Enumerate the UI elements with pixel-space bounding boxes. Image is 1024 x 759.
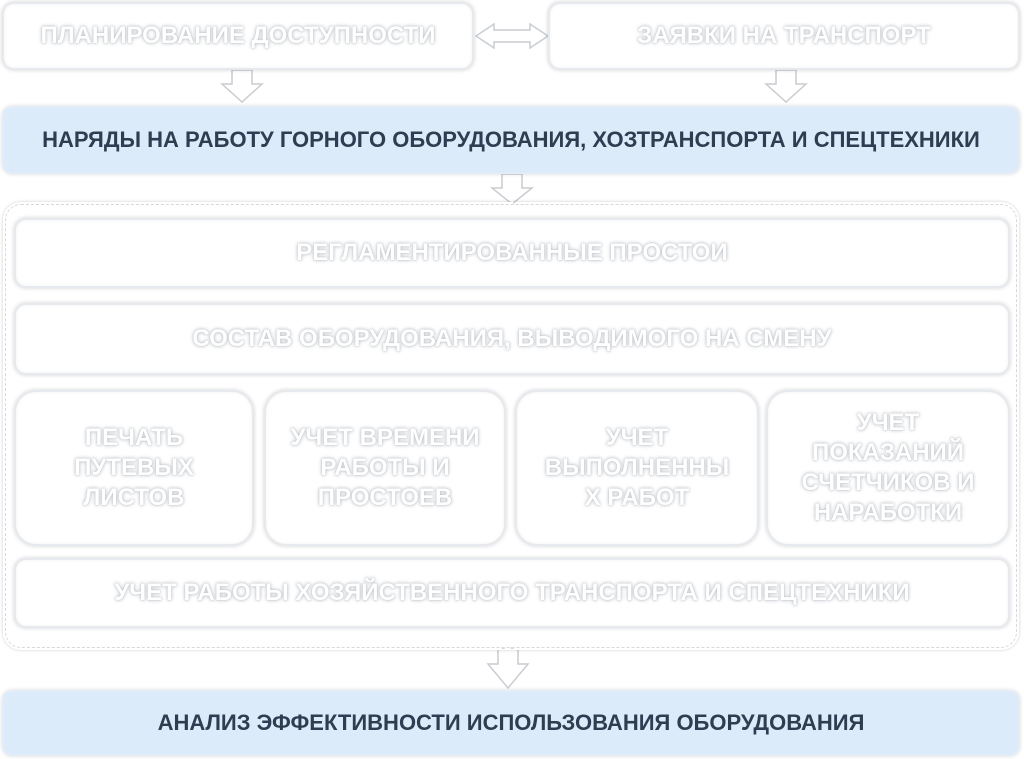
availability-planning-label: ПЛАНИРОВАНИЕ ДОСТУПНОСТИ [40, 22, 436, 49]
availability-planning-box: ПЛАНИРОВАНИЕ ДОСТУПНОСТИ [2, 2, 474, 70]
meter-readings-label: УЧЕТ ПОКАЗАНИЙ СЧЕТЧИКОВ И НАРАБОТКИ [801, 409, 975, 526]
waybill-print-label: ПЕЧАТЬ ПУТЕВЫХ ЛИСТОВ [74, 424, 194, 511]
work-orders-box: НАРЯДЫ НА РАБОТУ ГОРНОГО ОБОРУДОВАНИЯ, Х… [2, 106, 1020, 174]
down-arrow-icon [489, 173, 535, 205]
meter-readings-box: УЧЕТ ПОКАЗАНИЙ СЧЕТЧИКОВ И НАРАБОТКИ [766, 390, 1010, 546]
transport-requests-box: ЗАЯВКИ НА ТРАНСПОРТ [548, 2, 1020, 70]
down-arrow-icon [486, 647, 530, 690]
efficiency-analysis-box: АНАЛИЗ ЭФФЕКТИВНОСТИ ИСПОЛЬЗОВАНИЯ ОБОРУ… [2, 690, 1020, 756]
utility-transport-label: УЧЕТ РАБОТЫ ХОЗЯЙСТВЕННОГО ТРАНСПОРТА И … [114, 579, 910, 606]
double-arrow-icon [474, 22, 550, 50]
work-time-accounting-box: УЧЕТ ВРЕМЕНИ РАБОТЫ И ПРОСТОЕВ [264, 390, 506, 546]
completed-work-label: УЧЕТ ВЫПОЛНЕННЫ Х РАБОТ [544, 424, 730, 511]
waybill-print-box: ПЕЧАТЬ ПУТЕВЫХ ЛИСТОВ [14, 390, 254, 546]
utility-transport-box: УЧЕТ РАБОТЫ ХОЗЯЙСТВЕННОГО ТРАНСПОРТА И … [14, 558, 1010, 628]
work-time-accounting-label: УЧЕТ ВРЕМЕНИ РАБОТЫ И ПРОСТОЕВ [290, 424, 480, 511]
completed-work-box: УЧЕТ ВЫПОЛНЕННЫ Х РАБОТ [515, 390, 759, 546]
efficiency-analysis-label: АНАЛИЗ ЭФФЕКТИВНОСТИ ИСПОЛЬЗОВАНИЯ ОБОРУ… [157, 710, 865, 736]
shift-equipment-label: СОСТАВ ОБОРУДОВАНИЯ, ВЫВОДИМОГО НА СМЕНУ [192, 325, 832, 352]
down-arrow-icon [764, 69, 808, 104]
down-arrow-icon [220, 69, 264, 104]
transport-requests-label: ЗАЯВКИ НА ТРАНСПОРТ [637, 22, 931, 49]
work-orders-label: НАРЯДЫ НА РАБОТУ ГОРНОГО ОБОРУДОВАНИЯ, Х… [42, 127, 980, 153]
shift-equipment-box: СОСТАВ ОБОРУДОВАНИЯ, ВЫВОДИМОГО НА СМЕНУ [14, 303, 1010, 375]
regulated-downtime-box: РЕГЛАМЕНТИРОВАННЫЕ ПРОСТОИ [14, 218, 1010, 288]
regulated-downtime-label: РЕГЛАМЕНТИРОВАННЫЕ ПРОСТОИ [296, 239, 728, 266]
operations-group-frame [3, 202, 1019, 650]
